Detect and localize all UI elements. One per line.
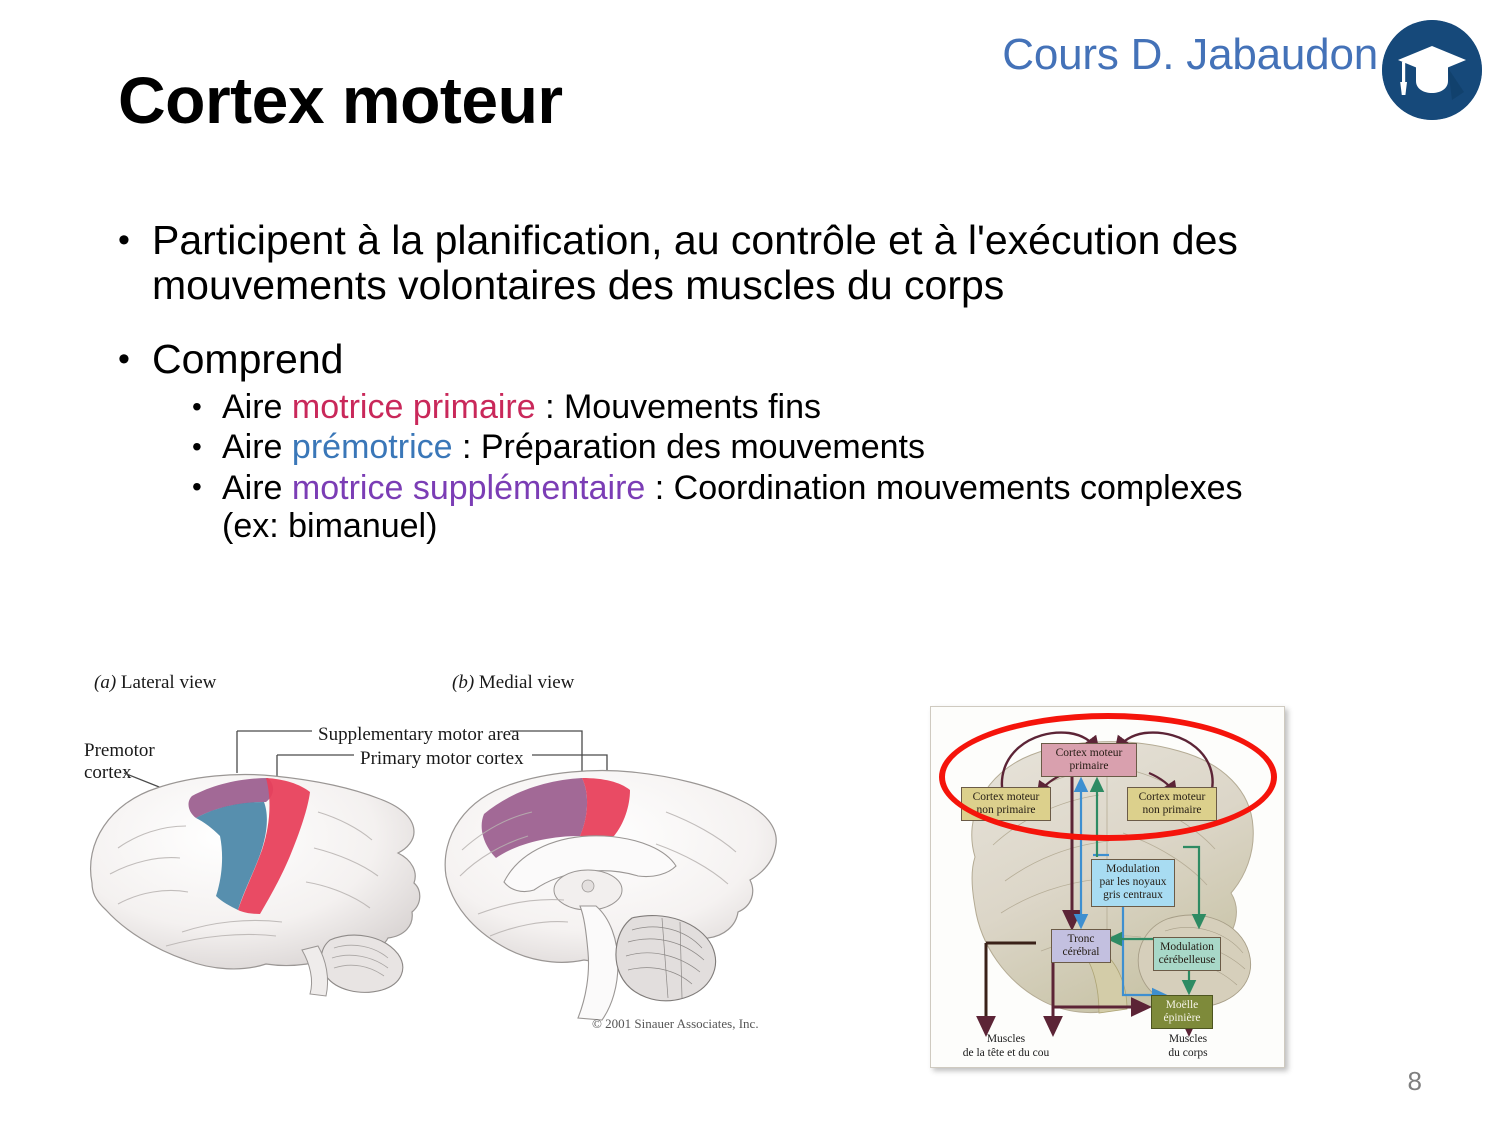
bullet-text: Comprend <box>152 336 344 383</box>
figure-caption-b-text: Medial view <box>478 672 575 693</box>
bullet-marker: • <box>192 390 202 422</box>
graduation-cap-icon <box>1382 20 1482 120</box>
bullet-marker: • <box>192 431 202 463</box>
brain-figure: (a) Lateral view (b) Medial view Premoto… <box>62 668 822 1068</box>
sub-bullet-list: • Aire motrice primaire : Mouvements fin… <box>104 388 1284 546</box>
label-supplementary-motor-area: Supplementary motor area <box>318 724 520 745</box>
bullet-marker: • <box>118 220 130 259</box>
bullet-text: Participent à la planification, au contr… <box>152 217 1238 308</box>
diagram-frame: Cortex moteur primaire Cortex moteur non… <box>930 706 1285 1068</box>
sub-bullet-run: Aire <box>222 428 292 467</box>
sub-bullet-item: • Aire motrice supplémentaire : Coordina… <box>186 469 1284 546</box>
sub-bullet-item: • Aire prémotrice : Préparation des mouv… <box>186 428 1284 466</box>
sub-bullet-highlight-supplementary: motrice supplémentaire <box>291 468 646 507</box>
box-moelle-epiniere: Moëlle épinière <box>1151 995 1213 1030</box>
figure-caption-a-marker: (a) <box>94 672 117 693</box>
label-primary-motor-cortex: Primary motor cortex <box>360 748 524 769</box>
lateral-view-brain <box>90 773 421 997</box>
course-label: Cours D. Jabaudon <box>1002 30 1378 79</box>
medial-view-brain <box>444 769 777 1021</box>
box-modulation-cerebelleuse: Modulation cérébelleuse <box>1153 937 1221 972</box>
bullet-marker: • <box>118 340 130 379</box>
sub-bullet-run: Aire <box>222 468 292 507</box>
figure-caption-b-marker: (b) <box>452 672 475 693</box>
motor-pathway-diagram: Cortex moteur primaire Cortex moteur non… <box>930 706 1285 1068</box>
box-cortex-moteur-non-primaire-left: Cortex moteur non primaire <box>961 787 1051 822</box>
bullet-marker: • <box>192 471 202 503</box>
content-body: • Participent à la planification, au con… <box>104 218 1284 548</box>
sub-bullet-run: : Préparation des mouvements <box>452 428 925 467</box>
figure-caption-b: (b) Medial view <box>452 672 574 694</box>
sub-bullet-highlight-primary: motrice primaire <box>291 388 536 427</box>
page-title: Cortex moteur <box>118 63 563 137</box>
bullet-item: • Participent à la planification, au con… <box>104 217 1284 308</box>
brain-illustrations <box>90 730 777 1021</box>
sub-bullet-run: : Mouvements fins <box>535 388 821 427</box>
label-muscles-corps: Muscles du corps <box>1168 1033 1208 1059</box>
box-tronc-cerebral: Tronc cérébral <box>1051 929 1111 964</box>
sub-bullet-run: Aire <box>222 388 292 427</box>
label-premotor-cortex: Premotor cortex <box>84 740 155 784</box>
page-number: 8 <box>1407 1066 1422 1096</box>
figure-copyright: © 2001 Sinauer Associates, Inc. <box>592 1016 759 1031</box>
figure-caption-a-text: Lateral view <box>120 672 217 693</box>
label-muscles-tete-cou: Muscles de la tête et du cou <box>962 1033 1050 1059</box>
sub-bullet-run: : Coordination mouvements complexes (ex:… <box>222 468 1243 546</box>
sub-bullet-highlight-premotor: prémotrice <box>291 428 453 467</box>
sub-bullet-item: • Aire motrice primaire : Mouvements fin… <box>186 388 1284 426</box>
box-cortex-moteur-primaire: Cortex moteur primaire <box>1041 743 1137 778</box>
box-cortex-moteur-non-primaire-right: Cortex moteur non primaire <box>1127 787 1217 822</box>
figure-caption-a: (a) Lateral view <box>94 672 216 694</box>
box-modulation-noyaux-gris: Modulation par les noyaux gris centraux <box>1091 859 1175 907</box>
bullet-item: • Comprend <box>104 337 1284 382</box>
